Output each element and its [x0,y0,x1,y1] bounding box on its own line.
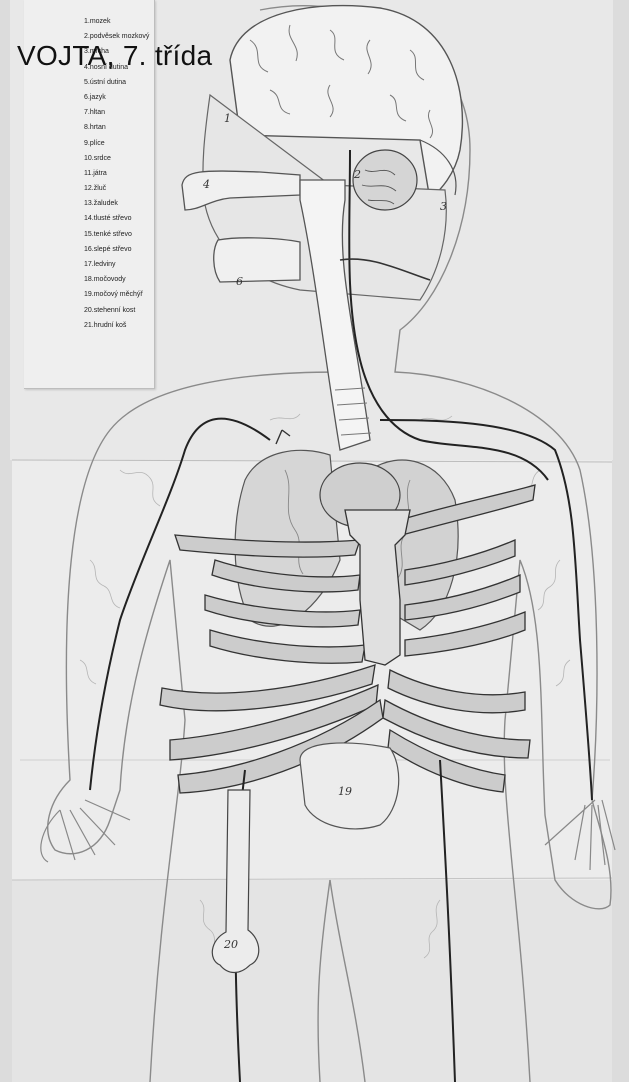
legend-item: 9.plíce [84,136,149,151]
legend-item: 8.hrtan [84,120,149,135]
legend-item: 13.žaludek [84,196,149,211]
label-cerebellum: 3 [440,200,447,213]
mouth-tongue [214,238,300,282]
label-pituitary: 2 [354,168,361,181]
legend-item: 15.tenké střevo [84,227,149,242]
poster-sheet-lower [12,880,612,1082]
legend-item: 1.mozek [84,14,149,29]
label-tongue: 6 [236,275,243,288]
label-femur: 20 [224,938,238,951]
legend-item: 20.stehenní kost [84,303,149,318]
legend-item: 21.hrudní koš [84,318,149,333]
legend-item: 14.tlusté střevo [84,211,149,226]
legend-item: 18.močovody [84,272,149,287]
legend-item: 16.slepé střevo [84,242,149,257]
page-title: VOJTA, 7. třída [17,40,212,72]
label-nasal: 4 [203,178,210,191]
legend-item: 17.ledviny [84,257,149,272]
legend-item: 7.hltan [84,105,149,120]
label-bladder: 19 [338,785,352,798]
legend-item: 5.ústní dutina [84,75,149,90]
legend-item: 6.jazyk [84,90,149,105]
legend-item: 10.srdce [84,151,149,166]
legend-item: 19.močový měchýř [84,287,149,302]
label-brain: 1 [224,112,231,125]
legend-item: 11.játra [84,166,149,181]
legend-item: 12.žluč [84,181,149,196]
